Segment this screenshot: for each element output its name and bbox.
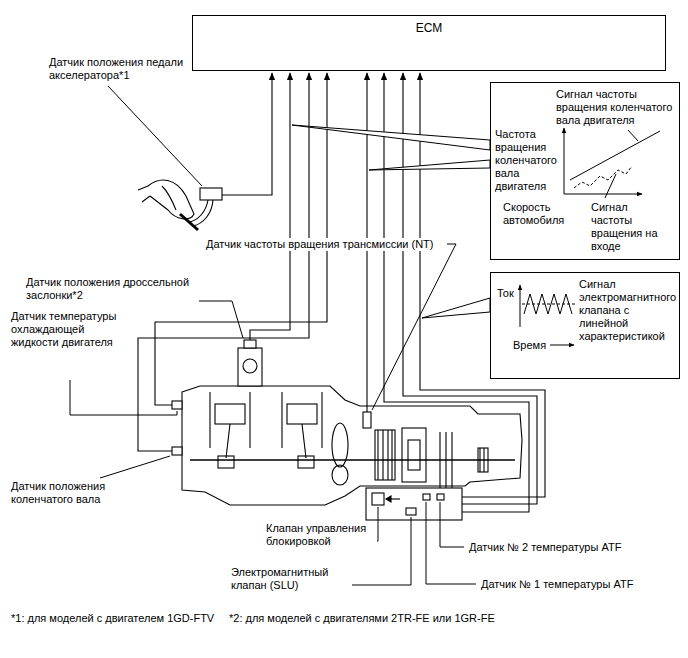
signal-wires (138, 73, 309, 451)
accelerator-pedal (148, 180, 194, 219)
engine-transmission (402, 428, 426, 482)
engine-transmission (298, 456, 314, 468)
current-graph (520, 285, 521, 327)
current-graph (520, 285, 576, 345)
engine-transmission (287, 404, 317, 424)
footnote: *2: для моделей с двигателями 2TR-FE или… (228, 612, 530, 625)
valve-body (423, 494, 430, 500)
engine-sensor (363, 412, 371, 428)
engine-transmission (182, 386, 522, 505)
speed-graph (564, 128, 565, 194)
callout-wedge (422, 298, 490, 318)
graph-panel: Сигнал частоты вращения коленчатого вала… (490, 82, 680, 260)
engine-sensor (172, 401, 371, 455)
axis-label: Ток (497, 287, 527, 300)
engine-transmission (321, 392, 322, 448)
engine-transmission (378, 430, 392, 480)
throttle-body (243, 359, 257, 373)
engine-transmission (478, 448, 488, 472)
current-graph (522, 304, 576, 305)
engine-transmission (408, 440, 420, 470)
engine-transmission (218, 456, 234, 468)
engine-transmission (215, 404, 245, 424)
graph-panel: Ток Сигнал электромагнитного клапана с ли… (490, 272, 680, 379)
engine-transmission (332, 423, 348, 467)
leader-line (372, 244, 456, 410)
axis-label: Скорость автомобиля (503, 201, 583, 227)
part-label: Датчик № 1 температуры ATF (480, 578, 672, 591)
engine-transmission (480, 448, 484, 472)
engine-transmission (375, 430, 395, 480)
leader-line (70, 380, 177, 415)
part-label: Датчик положения дроссельной заслонки*2 (25, 276, 199, 302)
engine-transmission (302, 424, 306, 458)
throttle-body (238, 348, 262, 386)
engine-transmission (332, 465, 348, 485)
leader-line (440, 502, 464, 547)
leader-line (70, 86, 476, 585)
speed-graph (605, 174, 616, 198)
speed-graph (628, 130, 638, 141)
signal-wires (222, 73, 272, 195)
valve-body (372, 493, 384, 505)
part-label: Датчик положения педали акселератора*1 (48, 56, 185, 82)
valve-body (406, 508, 416, 515)
control-unit-box: ECM (192, 15, 666, 71)
engine-transmission (190, 459, 515, 461)
graph-title: Сигнал частоты вращения коленчатого вала… (556, 88, 674, 127)
curve-label: Сигнал электромагнитного клапана с линей… (579, 278, 677, 343)
accelerator-pedal (200, 188, 222, 200)
part-label: Электромагнитный клапан (SLU) (230, 566, 352, 592)
engine-sensor (172, 401, 182, 409)
part-label: Датчик положения коленчатого вала (10, 480, 142, 506)
engine-transmission (182, 386, 522, 505)
footnote: *1: для моделей с двигателем 1GD-FTV (10, 612, 227, 625)
speed-graph (564, 128, 660, 198)
current-graph (524, 294, 572, 314)
speed-graph (564, 194, 642, 195)
engine-transmission (440, 432, 452, 488)
leader-line (108, 86, 202, 186)
accelerator-pedal (162, 186, 176, 210)
valve-body (437, 494, 444, 500)
curve-label: Сигнал частоты вращения на входе (591, 201, 669, 253)
callout-wedge (292, 125, 490, 150)
accelerator-pedal (138, 186, 150, 202)
part-label: Датчик № 2 температуры ATF (468, 541, 660, 554)
valve-body (366, 488, 462, 520)
valve-body (386, 496, 391, 502)
callout-wedge (369, 160, 490, 170)
current-graph (550, 345, 574, 346)
engine-transmission (281, 392, 282, 448)
speed-graph (574, 166, 632, 188)
part-label: Датчик частоты вращения трансмиссии (NT) (205, 238, 447, 251)
accelerator-pedal (138, 180, 222, 230)
throttle-body (244, 340, 256, 348)
signal-wires (250, 73, 290, 340)
engine-transmission (226, 424, 230, 458)
throttle-body (238, 340, 262, 386)
callout-wedge (292, 125, 490, 318)
axis-label: Время (513, 339, 553, 352)
accelerator-pedal (193, 200, 213, 226)
unit-name: ECM (193, 22, 665, 35)
axis-label: Частота вращения коленчатого вала двигат… (495, 128, 561, 193)
leader-line (100, 456, 170, 478)
engine-sensor (172, 447, 182, 455)
part-label: Клапан управления блокировкой (265, 522, 377, 548)
part-label: Датчик температуры охлаждающей жидкости … (10, 310, 122, 349)
engine-transmission (209, 392, 210, 448)
engine-transmission (249, 392, 250, 448)
accelerator-pedal (180, 214, 198, 230)
valve-body (366, 488, 462, 520)
signal-wires (138, 73, 545, 512)
